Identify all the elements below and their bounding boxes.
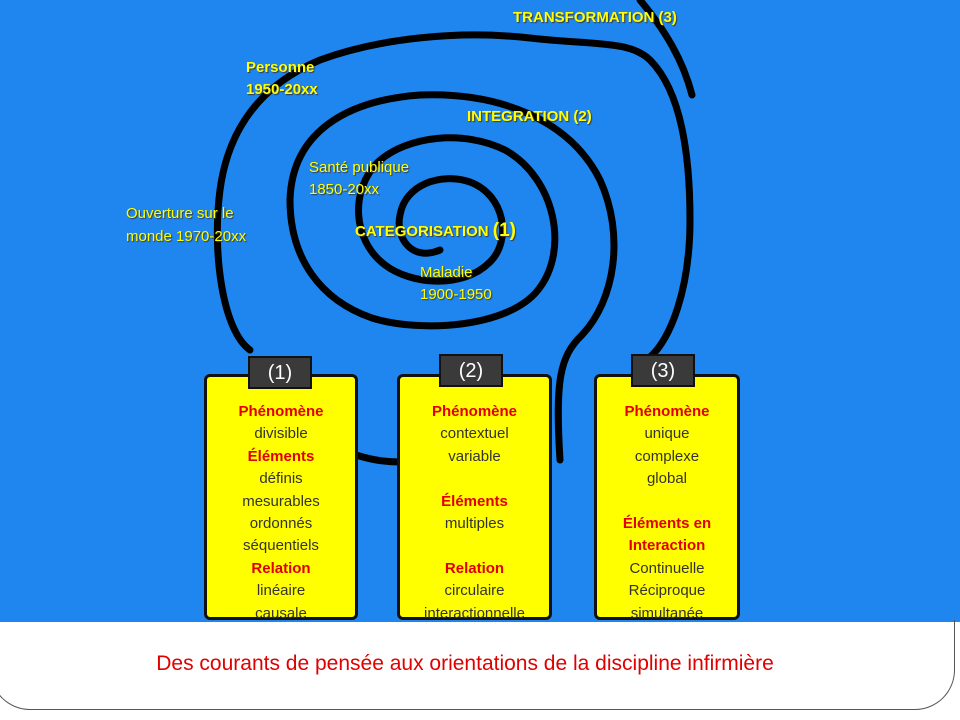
box-text: contextuel	[440, 425, 509, 443]
box-heading: Interaction	[628, 537, 706, 555]
box-text: complexe	[634, 447, 700, 465]
box-heading: Éléments en	[622, 515, 712, 533]
connector-line	[352, 451, 406, 466]
box-text: interactionnelle	[424, 604, 525, 622]
box-heading: Éléments	[441, 492, 508, 510]
categorisation-text: CATEGORISATION	[355, 223, 489, 240]
slide-caption: Des courants de pensée aux orientations …	[156, 652, 774, 675]
box-text: circulaire	[444, 582, 505, 600]
box-text: unique	[644, 425, 690, 443]
box-text: multiples	[444, 515, 505, 533]
box-text: séquentiels	[243, 537, 319, 555]
box-spacer	[400, 468, 549, 490]
box-heading: Phénomène	[238, 403, 324, 420]
diagram-panel: TRANSFORMATION (3) Personne 1950-20xx IN…	[0, 0, 960, 622]
box-text: simultanée	[630, 604, 704, 622]
maladie-label: Maladie	[420, 264, 473, 281]
maladie-dates: 1900-1950	[420, 286, 492, 303]
box-spacer	[400, 535, 549, 557]
box-text: Réciproque	[628, 582, 706, 600]
categorisation-label: CATEGORISATION (1)	[355, 220, 516, 242]
box-heading: Phénomène	[624, 403, 710, 420]
spiral-diagram	[213, 0, 696, 466]
box-heading: Relation	[251, 559, 311, 577]
box-text: linéaire	[256, 582, 306, 600]
sante-dates: 1850-20xx	[309, 181, 380, 198]
box-spacer	[597, 491, 737, 513]
box-text: causale	[255, 604, 307, 622]
box-heading: Relation	[444, 559, 505, 577]
box-text: ordonnés	[249, 515, 313, 533]
transformation-label: TRANSFORMATION (3)	[513, 9, 677, 26]
box-text: variable	[448, 447, 501, 465]
ouverture-label: Ouverture sur le	[126, 205, 234, 222]
box-tab-1: (1)	[248, 356, 312, 389]
box-text: Continuelle	[629, 559, 705, 577]
outer-spiral-line	[213, 31, 694, 361]
categorisation-number: (1)	[492, 220, 517, 241]
integration-label: INTEGRATION (2)	[467, 108, 592, 125]
sante-label: Santé publique	[309, 159, 410, 176]
box-text: mesurables	[242, 492, 320, 510]
ouverture-dates: monde 1970-20xx	[126, 228, 247, 245]
personne-dates: 1950-20xx	[246, 81, 318, 98]
box-text: global	[646, 470, 688, 488]
personne-label: Personne	[246, 59, 315, 76]
box-heading: Éléments	[247, 447, 315, 465]
spiral-line	[286, 91, 618, 464]
top-spiral-line	[636, 0, 696, 99]
box-text: divisible	[254, 425, 308, 443]
box-tab-2: (2)	[439, 354, 503, 387]
box-tab-3: (3)	[631, 354, 695, 387]
slide-frame	[0, 620, 955, 710]
box-heading: Phénomène	[431, 403, 518, 420]
box-text: définis	[259, 470, 303, 488]
